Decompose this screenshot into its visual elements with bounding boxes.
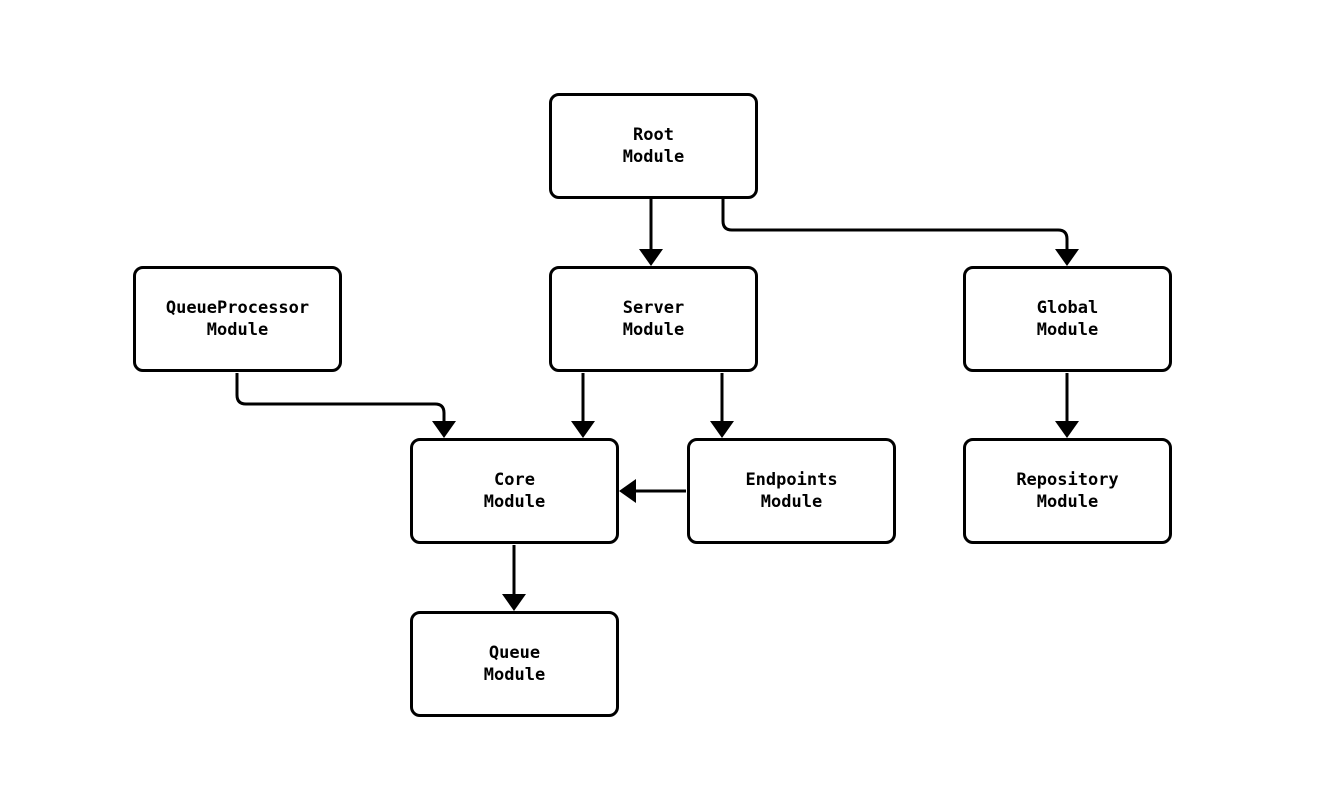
node-label-line: Module — [760, 492, 823, 512]
node-label-line: Global — [1036, 298, 1099, 318]
node-label-line: Queue — [488, 643, 541, 663]
node-label-line: Module — [622, 147, 685, 167]
arrowhead-icon — [502, 594, 526, 611]
node-label-line: QueueProcessor — [165, 298, 310, 318]
node-label-line: Core — [494, 470, 535, 490]
node-label-line: Server — [622, 298, 685, 318]
node-label-line: Repository — [1016, 470, 1119, 490]
node-label-line: Module — [206, 320, 269, 340]
arrowhead-icon — [1055, 421, 1079, 438]
edge-line — [721, 199, 1069, 252]
edge-global-to-repository — [1055, 373, 1079, 438]
node-label-line: Module — [1036, 492, 1099, 512]
node-label-line: Module — [622, 320, 685, 340]
arrowhead-icon — [571, 421, 595, 438]
node-label-line: Module — [483, 665, 546, 685]
edge-core-to-queue — [502, 545, 526, 611]
node-label-line: Module — [483, 492, 546, 512]
node-label-line: Endpoints — [745, 470, 838, 490]
edge-server-to-core — [571, 373, 595, 438]
edge-root-to-global — [721, 199, 1079, 266]
node-label-line: Module — [1036, 320, 1099, 340]
arrowhead-icon — [710, 421, 734, 438]
arrowhead-icon — [432, 421, 456, 438]
edge-queueprocessor-to-core — [235, 373, 456, 438]
edge-root-to-server — [639, 199, 663, 266]
arrowhead-icon — [619, 479, 636, 503]
edge-line — [235, 373, 446, 424]
arrowhead-icon — [1055, 249, 1079, 266]
arrowhead-icon — [639, 249, 663, 266]
edge-endpoints-to-core — [619, 479, 686, 503]
edge-server-to-endpoints — [710, 373, 734, 438]
node-label-line: Root — [633, 125, 674, 145]
